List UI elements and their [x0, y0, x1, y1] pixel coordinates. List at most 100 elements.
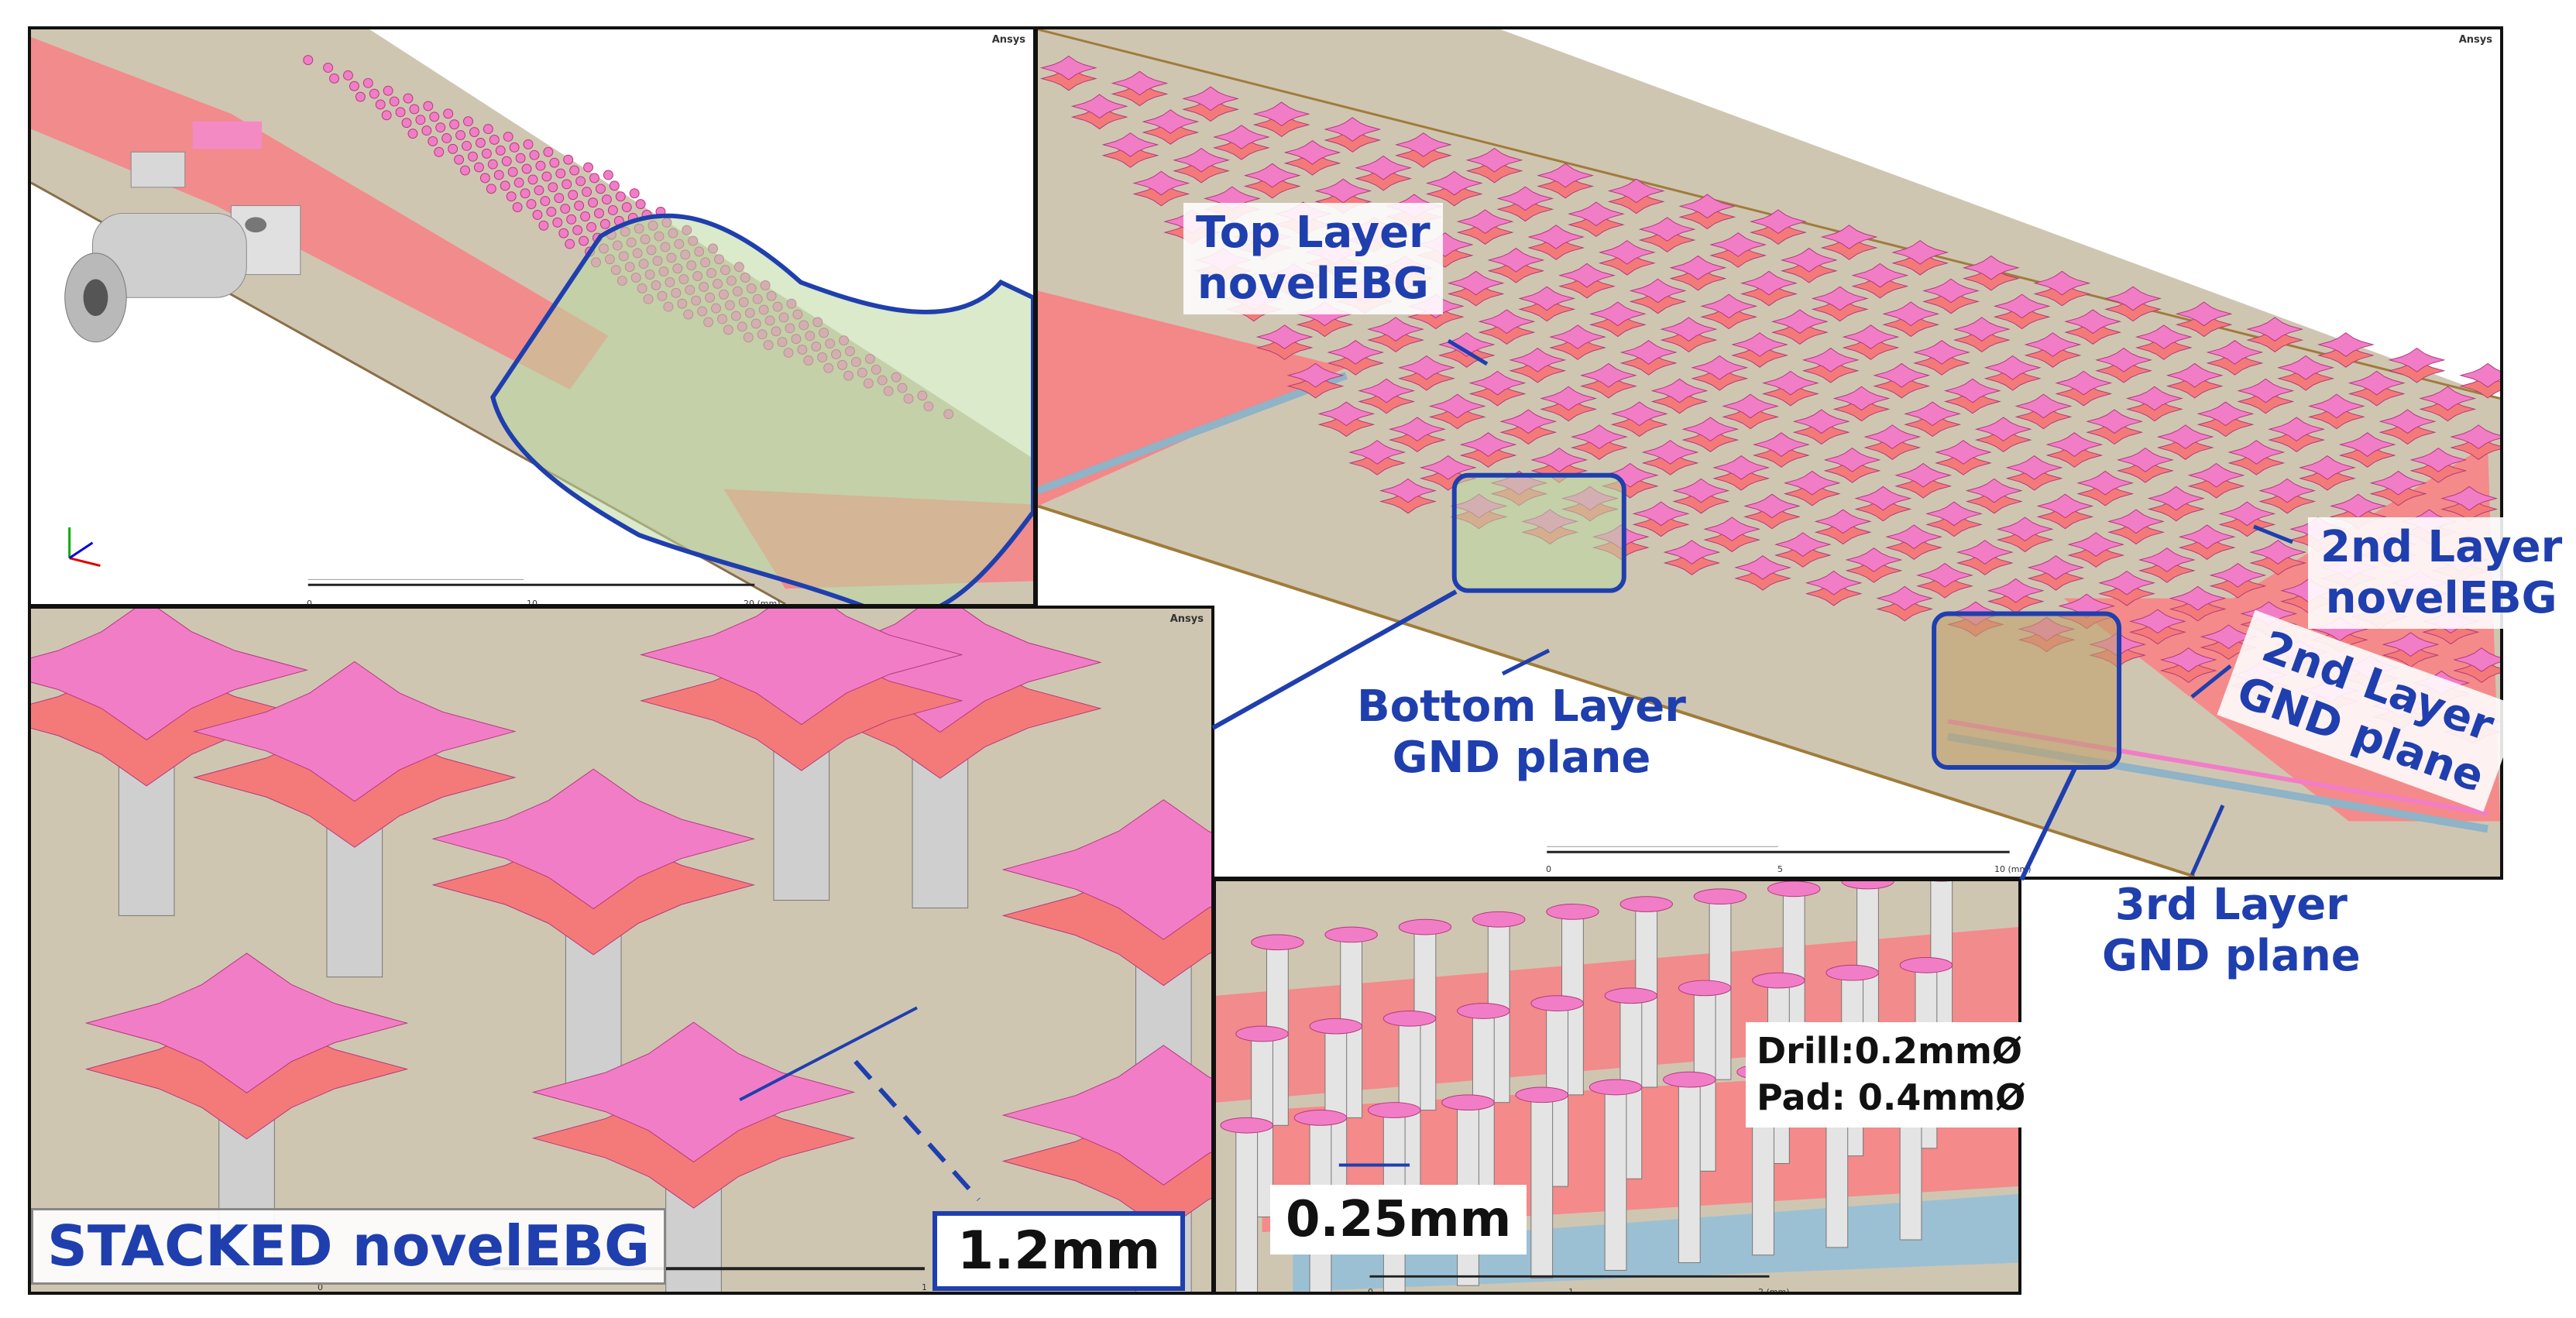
ebg-cell [481, 148, 492, 159]
ebg-cell [1832, 386, 1891, 422]
ebg-cell [1814, 509, 1872, 545]
ebg-cell [2166, 362, 2224, 399]
ebg-cell [1212, 125, 1270, 160]
scale-label-z1: 1 [922, 1282, 927, 1292]
ebg-cell [1774, 532, 1832, 568]
ebg-cell [192, 661, 517, 978]
ebg-cell [2125, 386, 2183, 422]
ebg-cell [554, 193, 565, 204]
ebg-cell [538, 220, 549, 231]
ebg-cell [531, 1021, 856, 1292]
ebg-cell [1070, 94, 1128, 130]
ebg-cell [1456, 209, 1514, 245]
ebg-cell [1669, 255, 1727, 291]
ebg-cell [1598, 239, 1656, 276]
ebg-cell [563, 154, 574, 165]
label-top-layer: Top Layer novelEBG [1183, 203, 1443, 315]
ebg-cell [1540, 386, 1598, 422]
ebg-cell [639, 609, 963, 901]
ebg-cell [2156, 424, 2214, 460]
ebg-cell [1425, 170, 1483, 207]
via [1220, 1117, 1273, 1292]
ebg-cell [454, 154, 465, 165]
ebg-cell [521, 163, 532, 174]
ebg-cell [1487, 247, 1545, 283]
ebg-cell [566, 214, 577, 225]
ebg-cell [1111, 70, 1169, 107]
ebg-cell [429, 112, 440, 122]
ebg-cell [1885, 524, 1943, 561]
ebg-cell [1882, 301, 1940, 338]
ebg-cell [2317, 332, 2375, 368]
ebg-cell [2218, 501, 2276, 537]
ebg-cell [2258, 478, 2317, 514]
ebg-cell [588, 197, 598, 208]
ebg-cell [2027, 555, 2085, 591]
drill-spec: Drill:0.2mmØ [1757, 1030, 2023, 1072]
ebg-cell [2379, 409, 2437, 445]
ebg-cell [595, 184, 606, 194]
ebg-cell [493, 170, 504, 180]
ebg-cell [487, 159, 498, 170]
ebg-cell [520, 188, 531, 199]
ebg-cell [2249, 540, 2307, 575]
ebg-cell [2014, 393, 2073, 430]
ebg-cell [1934, 440, 1992, 475]
ebg-cell [527, 174, 538, 185]
ebg-cell [2246, 317, 2304, 352]
ebg-cell [1638, 217, 1696, 252]
ebg-cell [1567, 201, 1625, 238]
ebg-cell [2338, 432, 2396, 468]
ebg-cell [1324, 117, 1382, 153]
ebg-cell [501, 156, 512, 166]
ebg-cell [1743, 493, 1801, 530]
ebg-cell [31, 609, 309, 916]
ebg-cell [2206, 340, 2264, 376]
ebg-cell [1854, 486, 1912, 522]
ebg-cell [586, 221, 596, 232]
ebg-cell [1712, 455, 1771, 491]
ebg-cell [2067, 532, 2125, 568]
ebg-cell [1801, 347, 1860, 383]
ebg-cell [1468, 370, 1527, 407]
ebg-cell [1709, 232, 1767, 268]
highlight-box-left [1451, 472, 1626, 593]
ebg-cell [540, 196, 551, 207]
ebg-cell [2307, 393, 2365, 430]
ebg-cell [1783, 470, 1841, 506]
ebg-cell [2459, 362, 2500, 399]
ebg-cell [407, 129, 418, 139]
ebg-cell [562, 179, 572, 190]
pad-spec: Pad: 0.4mmØ [1757, 1076, 2026, 1118]
ebg-cell [1805, 570, 1863, 606]
ebg-cell [1943, 378, 2001, 414]
ebg-cell [1916, 562, 1973, 599]
ebg-cell [1820, 225, 1878, 260]
ebg-cell [529, 149, 540, 160]
main-view-drawing [1038, 29, 2500, 877]
ebg-cell [565, 239, 575, 249]
ebg-cell [1518, 286, 1576, 322]
zoom-highlight-region [490, 213, 1033, 604]
ebg-cell [1984, 355, 2042, 391]
ebg-cell [1397, 355, 1455, 391]
ebg-cell [1761, 370, 1819, 407]
ebg-cell [1891, 239, 1949, 276]
scale-label-v0: 0 [1368, 1287, 1373, 1295]
ebg-cell [594, 208, 604, 218]
overview-drawing [31, 29, 1033, 604]
ebg-cell [462, 140, 472, 151]
ebg-cell [423, 101, 434, 112]
ebg-cell [512, 202, 523, 212]
ebg-cell [1579, 362, 1637, 399]
ebg-cell [2453, 647, 2500, 683]
scale-label-0b: 0 [1546, 864, 1551, 874]
ebg-cell [1956, 540, 2014, 575]
ebg-cell [1996, 517, 2054, 553]
ebg-cell [421, 125, 432, 136]
ebg-cell [395, 107, 406, 118]
via [1515, 1086, 1568, 1279]
ebg-cell [1527, 225, 1585, 260]
ebg-cell [435, 122, 446, 133]
ebg-cell [1142, 109, 1200, 145]
